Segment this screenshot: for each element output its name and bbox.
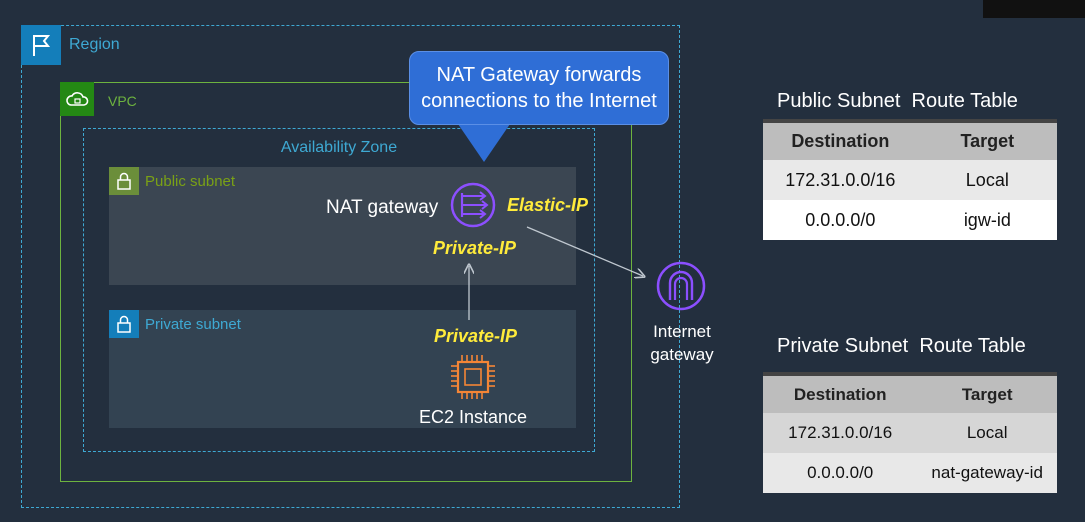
ec2-instance-icon: [451, 355, 495, 399]
route-target: igw-id: [917, 200, 1057, 240]
route-destination: 172.31.0.0/16: [763, 413, 918, 453]
route-target: Local: [917, 160, 1057, 200]
route-destination: 0.0.0.0/0: [763, 453, 918, 493]
public-subnet: [109, 167, 576, 285]
private-route-table-title-part2: Route Table: [919, 335, 1026, 357]
public-route-table-title-part2: Route Table: [911, 90, 1018, 112]
table-row: 172.31.0.0/16 Local: [763, 413, 1057, 453]
private-subnet-label: Private subnet: [145, 316, 241, 333]
callout-line2: connections to the Internet: [421, 90, 657, 112]
igw-label-line1: Internet: [653, 322, 711, 341]
private-route-table-title-part1: Private Subnet: [777, 335, 909, 357]
nat-private-ip-label: Private-IP: [433, 238, 517, 258]
arrow-nat-to-igw: [526, 226, 643, 276]
ec2-instance-label: EC2 Instance: [419, 407, 528, 427]
private-route-table-title: Private Subnet Route Table: [777, 335, 1026, 358]
nat-gateway-label: NAT gateway: [326, 197, 439, 218]
vpc-label: VPC: [108, 93, 137, 109]
elastic-ip-label: Elastic-IP: [507, 195, 589, 215]
table-row: 172.31.0.0/16 Local: [763, 160, 1057, 200]
route-destination: 172.31.0.0/16: [763, 160, 918, 200]
nat-callout: NAT Gateway forwards connections to the …: [409, 51, 669, 125]
internet-gateway-icon: [656, 261, 706, 311]
region-label: Region: [69, 36, 120, 53]
public-route-table: Destination Target 172.31.0.0/16 Local 0…: [763, 119, 1057, 240]
availability-zone-boundary: [83, 128, 595, 452]
private-route-table: Destination Target 172.31.0.0/16 Local 0…: [763, 372, 1057, 493]
route-target: nat-gateway-id: [917, 453, 1057, 493]
table-row: 0.0.0.0/0 igw-id: [763, 200, 1057, 240]
callout-line1: NAT Gateway forwards: [436, 64, 642, 86]
column-header-destination: Destination: [763, 119, 918, 160]
private-subnet: [109, 310, 576, 428]
region-boundary: [21, 25, 680, 508]
availability-zone-label: Availability Zone: [280, 139, 398, 156]
presenter-webcam-overlay: [983, 0, 1085, 18]
cloud-lock-icon: [60, 82, 94, 116]
column-header-target: Target: [917, 372, 1057, 413]
public-subnet-label: Public subnet: [145, 173, 236, 190]
route-target: Local: [917, 413, 1057, 453]
vpc-boundary: [60, 82, 632, 482]
route-destination: 0.0.0.0/0: [763, 200, 918, 240]
flag-icon: [21, 25, 61, 65]
igw-label-line2: gateway: [650, 345, 714, 364]
nat-gateway-icon: [450, 182, 496, 228]
column-header-destination: Destination: [763, 372, 918, 413]
callout-pointer: [458, 124, 510, 162]
lock-icon: [109, 310, 139, 338]
public-route-table-title: Public Subnet Route Table: [777, 90, 1018, 113]
table-row: 0.0.0.0/0 nat-gateway-id: [763, 453, 1057, 493]
lock-icon: [109, 167, 139, 195]
ec2-private-ip-label: Private-IP: [434, 326, 518, 346]
internet-gateway-label: Internet gateway: [640, 320, 724, 366]
public-route-table-title-part1: Public Subnet: [777, 90, 901, 112]
column-header-target: Target: [917, 119, 1057, 160]
